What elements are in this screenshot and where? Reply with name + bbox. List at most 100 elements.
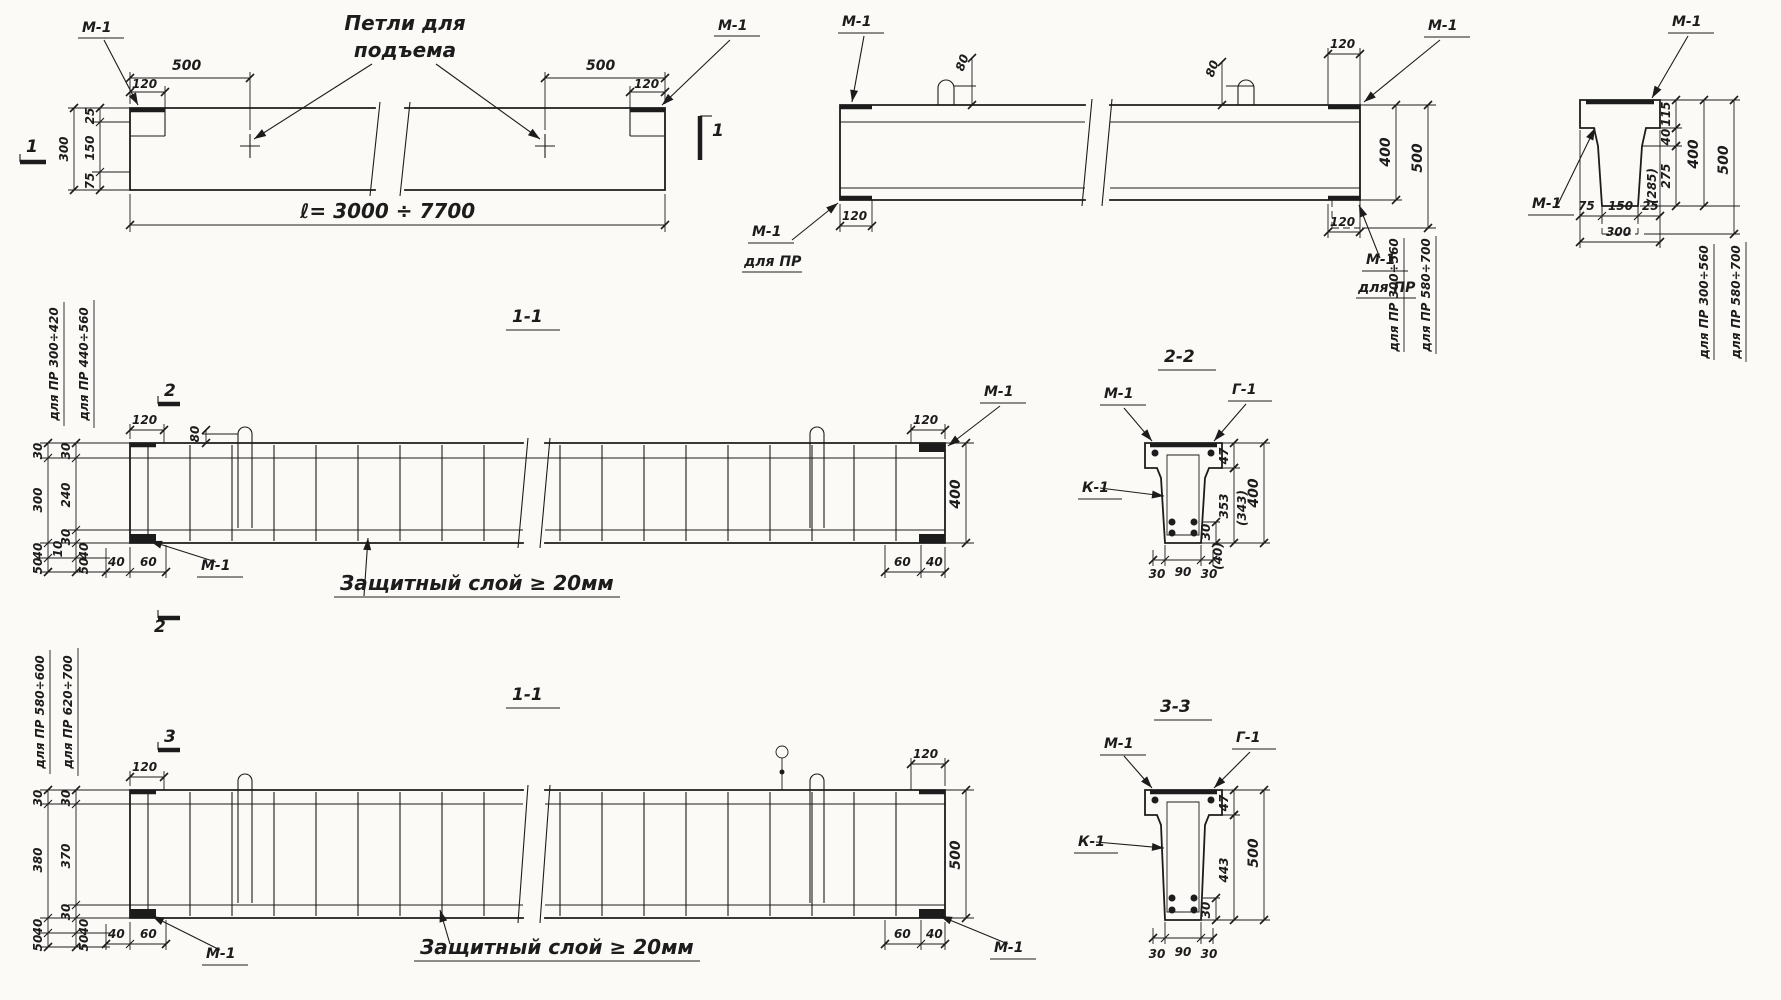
section-mark-1-left: 1 — [26, 137, 38, 157]
dim-60-right: 60 — [894, 927, 911, 941]
left-dim: 300 — [31, 487, 45, 512]
dim-30-bl: 30 — [1149, 567, 1166, 581]
left-dim: 30 — [59, 529, 73, 546]
range-500: для ПР 580÷700 — [1729, 245, 1743, 360]
range-1: для ПР 300÷420 — [47, 307, 61, 422]
m1-top-left: М-1 — [842, 14, 871, 30]
dim-300: 300 — [1606, 225, 1631, 239]
m1-plate-bottom-left — [130, 534, 156, 543]
dim-120-right: 120 — [913, 413, 938, 427]
left-dim: 50 — [31, 935, 45, 952]
k1-label: К-1 — [1082, 480, 1109, 496]
lifting-loop-2 — [1237, 79, 1255, 105]
dim-90-b: 90 — [1175, 565, 1192, 579]
dim-80-second: 80 — [1203, 58, 1222, 78]
m1-plate-bottom-right — [919, 909, 945, 918]
dim-30-br: 30 — [1201, 567, 1218, 581]
m1-plate-marks — [840, 104, 1360, 201]
stirrup — [1166, 454, 1200, 536]
dim-40-right: 40 — [925, 927, 943, 941]
left-dim: 370 — [59, 843, 73, 868]
dim-150: 150 — [1608, 199, 1633, 213]
stirrup — [1166, 801, 1200, 913]
left-dim: 240 — [59, 482, 73, 507]
dim-400: 400 — [1686, 139, 1702, 169]
beam-outline — [129, 442, 946, 544]
loops-note-line1: Петли для — [344, 11, 465, 35]
g1-label: Г-1 — [1236, 730, 1260, 746]
range-400: для ПР 300÷560 — [1697, 245, 1711, 360]
end-notches — [130, 108, 665, 137]
dim-443: 443 — [1217, 857, 1231, 883]
left-dim: 30 — [31, 443, 45, 460]
range-1: для ПР 580÷600 — [33, 655, 47, 770]
dim-120-right: 120 — [913, 747, 938, 761]
dim-120-right: 120 — [634, 77, 659, 91]
break-lines — [517, 437, 551, 549]
left-dim: 30 — [31, 790, 45, 807]
section-mark-2-bottom: 2 — [154, 617, 166, 637]
dim-120-bottom-right: 120 — [1330, 215, 1355, 229]
view-cross-section-c: М-1 М-1 115 40 275 (285) 400 500 для ПР … — [1528, 14, 1747, 362]
dim-60-left: 60 — [140, 555, 157, 569]
dim-120-top-right: 120 — [1330, 37, 1355, 51]
overall-length: ℓ= 3000 ÷ 7700 — [299, 199, 475, 223]
lifting-loop-1 — [237, 426, 253, 528]
m1-label: М-1 — [1104, 736, 1133, 752]
dim-300: 300 — [57, 136, 71, 161]
dim-400: 400 — [1246, 478, 1262, 508]
section-mark-1-right: 1 — [712, 121, 724, 141]
dim-30: 30 — [1199, 902, 1213, 919]
dim-343-alt: (343) — [1235, 490, 1249, 526]
view-section-3-3: 3-3 М-1 Г-1 К-1 47 443 500 30 30 90 30 — [1074, 697, 1276, 961]
left-dim: 30 — [59, 904, 73, 921]
left-dim: 50 — [77, 558, 91, 575]
m1-bottom-right: М-1 — [1366, 252, 1395, 268]
m1-bottom-left: М-1 — [201, 558, 230, 574]
dim-40-left: 40 — [107, 555, 125, 569]
dim-500: 500 — [1246, 838, 1262, 867]
dim-500-left: 500 — [172, 58, 201, 74]
range-500: для ПР 580÷700 — [1419, 238, 1433, 353]
m1-bottom-right: М-1 — [994, 940, 1023, 956]
dim-500-right: 500 — [586, 58, 615, 74]
beam-outline — [129, 107, 666, 191]
dim-60-left: 60 — [140, 927, 157, 941]
m1-label-right: М-1 — [718, 18, 747, 34]
m1-top-right: М-1 — [1428, 18, 1457, 34]
pr-bottom-left: для ПР — [743, 254, 802, 270]
left-dim: 40 — [77, 919, 91, 937]
view-elevation-b: 80 80 120 М-1 М-1 М-1 для ПР 120 120 М-1… — [742, 14, 1470, 354]
break-lines — [1081, 98, 1113, 207]
left-dim: 30 — [59, 790, 73, 807]
stirrups — [147, 445, 897, 541]
dim-90-b: 90 — [1175, 945, 1192, 959]
t-section-outline — [1144, 789, 1223, 921]
stirrups — [147, 792, 897, 916]
dim-120-bottom-left: 120 — [842, 209, 867, 223]
dim-40: 40 — [1659, 129, 1673, 147]
view-section-1-1-upper: 1-1 для ПР 300÷420 для ПР 440÷560 2 2 12… — [31, 300, 1026, 637]
cover-note: Защитный слой ≥ 20мм — [419, 935, 694, 959]
dim-353: 353 — [1217, 493, 1231, 518]
m1-bottom-left: М-1 — [752, 224, 781, 240]
range-2: для ПР 440÷560 — [77, 307, 91, 422]
dim-120-left: 120 — [132, 77, 157, 91]
left-dim: 50 — [31, 558, 45, 575]
beam-outline — [129, 789, 946, 919]
section-mark-2-top: 2 — [164, 381, 176, 401]
section-title: 1-1 — [512, 307, 543, 327]
range-2: для ПР 620÷700 — [61, 655, 75, 770]
dim-120-left: 120 — [132, 760, 157, 774]
dim-40-right: 40 — [925, 555, 943, 569]
dim-60-right: 60 — [894, 555, 911, 569]
left-dim: 50 — [77, 935, 91, 952]
view-section-2-2: 2-2 М-1 Г-1 К-1 47 353 (343) 400 30 (40)… — [1078, 347, 1272, 581]
view-section-1-1-lower: 1-1 для ПР 580÷600 для ПР 620÷700 3 120 … — [31, 648, 1036, 966]
m1-label-left: М-1 — [82, 20, 111, 36]
dim-25: 25 — [1642, 199, 1659, 213]
left-dim: 30 — [59, 443, 73, 460]
lifting-loop-1 — [937, 79, 955, 105]
m1-plate-bottom-left — [130, 909, 156, 918]
